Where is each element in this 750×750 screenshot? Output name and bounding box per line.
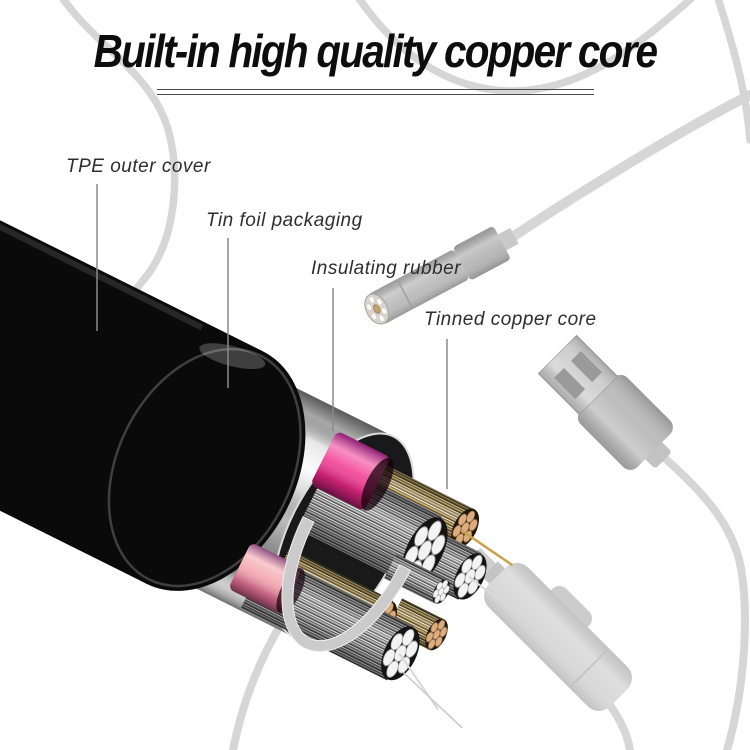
title-underline <box>157 89 594 95</box>
camera-step <box>497 227 519 251</box>
camera-body-shade <box>368 250 469 324</box>
usb-cable <box>654 448 749 750</box>
jacket-specular <box>199 343 266 370</box>
switch-neck <box>482 561 508 587</box>
cable-loop-top-right <box>355 0 696 95</box>
page-title: Built-in high quality copper core <box>93 25 658 77</box>
callout-tinned-copper-core: Tinned copper core <box>424 309 597 330</box>
usb-body-shade <box>577 374 673 470</box>
switch-body-shade <box>484 563 632 711</box>
camera-probe <box>364 227 519 325</box>
usb-contact-hole <box>570 350 603 383</box>
tinned-strand-faces <box>432 579 450 604</box>
stray-strands <box>398 530 519 729</box>
camera-seam <box>396 279 414 309</box>
insulation-sleeve-top <box>312 432 394 511</box>
tinned-strand-faces <box>454 554 486 598</box>
usb-shield-shade <box>538 335 618 415</box>
copper-bundle-small <box>386 598 448 651</box>
jacket-rim-ring <box>107 347 302 588</box>
cut-cable <box>0 101 519 729</box>
callout-tpe-outer-cover: TPE outer cover <box>66 156 211 177</box>
camera-led-ring <box>366 296 387 322</box>
callout-tin-foil-packaging: Tin foil packaging <box>206 210 363 231</box>
jacket-top-highlight <box>0 104 204 331</box>
camera-cable <box>500 90 750 247</box>
leader-lines <box>96 184 448 489</box>
switch-seam <box>569 648 609 688</box>
usb-contact-hole <box>553 367 586 400</box>
cable-corner-arc <box>714 0 750 144</box>
camera-collar-shade <box>454 227 510 280</box>
usb-connector <box>537 334 673 470</box>
tpe-jacket <box>0 101 263 584</box>
camera-lens <box>373 304 381 314</box>
inline-switch <box>468 547 632 711</box>
tpe-jacket-rim <box>103 344 306 591</box>
copper-core-faces <box>425 619 448 650</box>
foil-lower-lip <box>281 515 412 652</box>
callout-insulating-rubber: Insulating rubber <box>311 258 462 279</box>
